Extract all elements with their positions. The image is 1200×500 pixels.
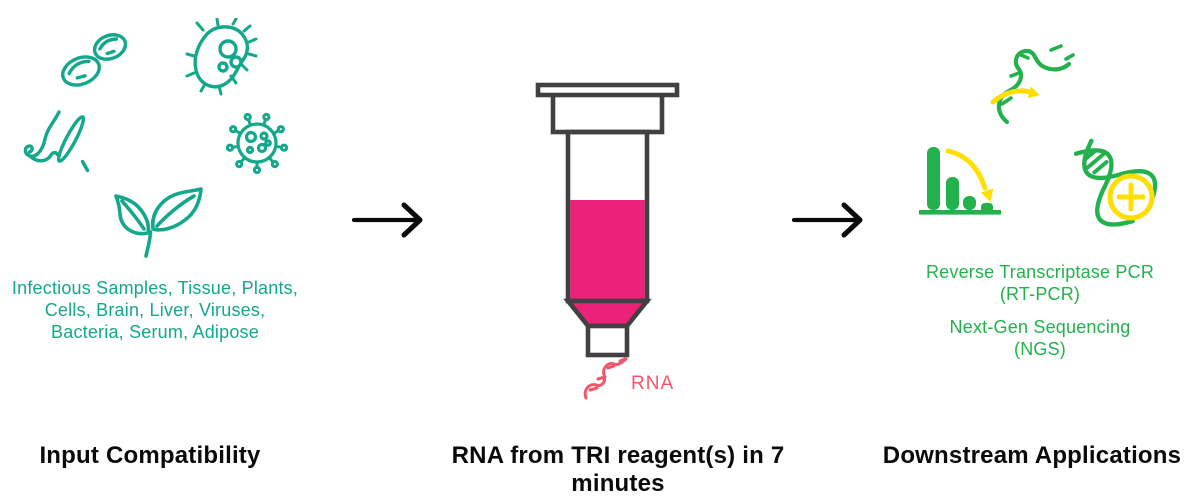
dna-plus-circle-icon — [1073, 138, 1158, 227]
input-caption: Input Compatibility — [39, 442, 261, 469]
flow-arrow-right-icon — [792, 202, 863, 238]
extraction-caption: RNA from TRI reagent(s) in 7 minutes — [451, 442, 785, 497]
bacteria-icon — [185, 18, 258, 96]
flow-arrow-right-icon — [352, 202, 423, 238]
downstream-applications-list: Reverse Transcriptase PCR (RT-PCR) Next-… — [890, 261, 1190, 360]
input-samples-text: Infectious Samples, Tissue, Plants, Cell… — [11, 278, 299, 342]
plant-seedling-icon — [114, 187, 203, 258]
qpcr-decay-chart-icon — [919, 147, 1001, 215]
application-abbr: (RT-PCR) — [999, 284, 1081, 304]
downstream-caption: Downstream Applications — [882, 442, 1182, 469]
rna-strand-icon — [583, 357, 628, 400]
virus-icon — [225, 112, 289, 175]
application-name: Reverse Transcriptase PCR — [925, 262, 1155, 282]
spin-column-illustration — [535, 82, 680, 358]
application-rt-pcr: Reverse Transcriptase PCR (RT-PCR) — [890, 261, 1190, 305]
nasal-swab-icon — [23, 110, 90, 173]
application-ngs: Next-Gen Sequencing (NGS) — [890, 316, 1190, 360]
rna-to-cdna-arrow-icon — [990, 44, 1075, 125]
application-name: Next-Gen Sequencing — [949, 317, 1131, 337]
blood-cells-icon — [61, 33, 128, 87]
application-abbr: (NGS) — [1014, 339, 1066, 359]
rna-output-label: RNA — [631, 373, 675, 394]
